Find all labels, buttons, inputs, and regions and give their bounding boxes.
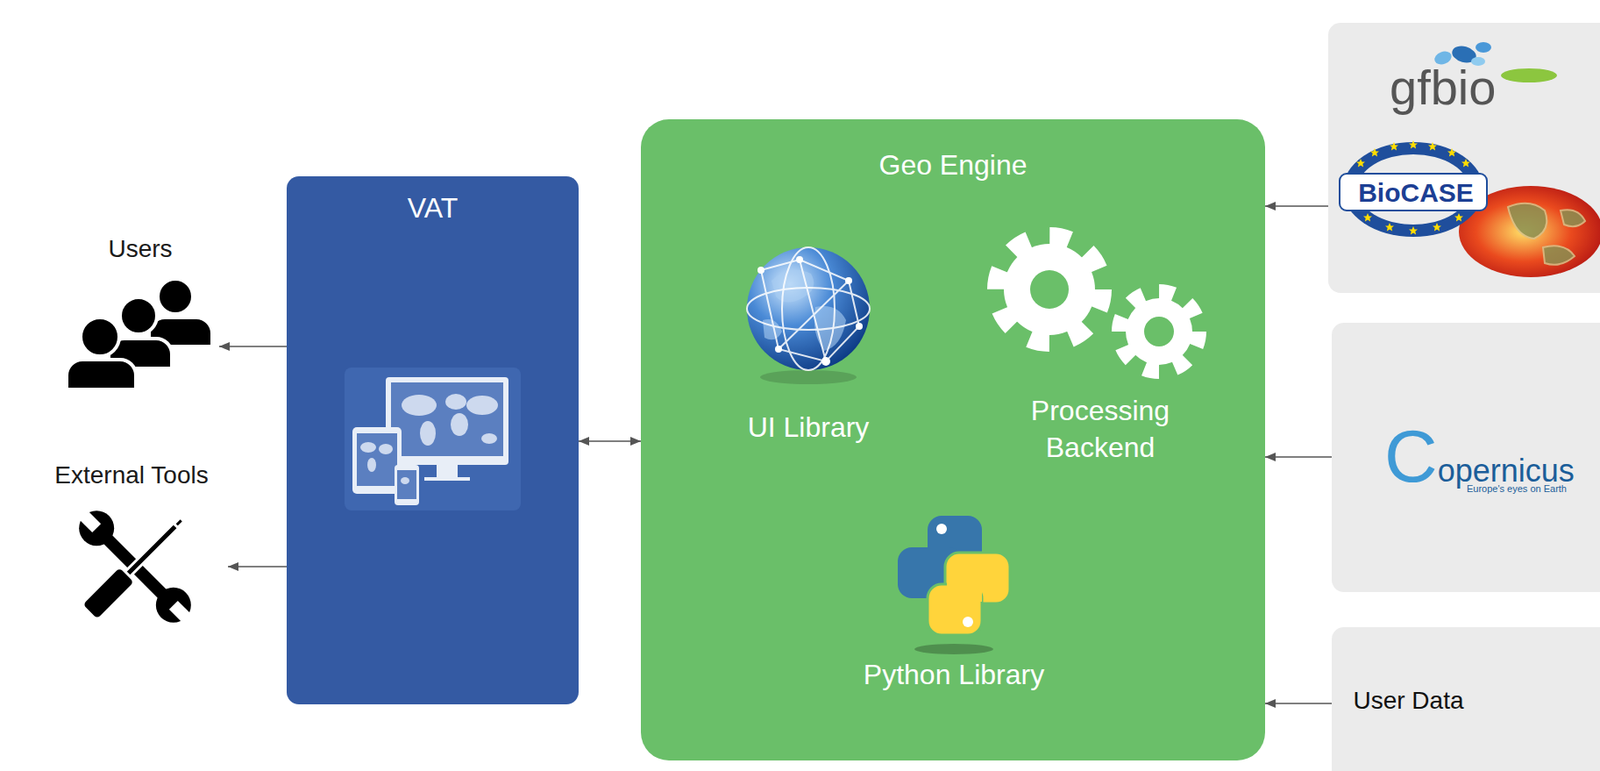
text-slot: User Data: [1340, 686, 1477, 715]
users-icon: [66, 278, 213, 390]
application-box: VAT: [286, 176, 579, 704]
node-label: Geo Engine: [640, 149, 1266, 182]
biocase-logo-mark: [1339, 140, 1487, 237]
node-label: Python Library: [822, 658, 1086, 691]
actor-group: External Tools: [35, 461, 228, 628]
node-sublabel: BioCASE: [1341, 177, 1491, 209]
tools-icon: [69, 500, 201, 633]
node-label: UI Library: [720, 411, 896, 444]
component-item: Processing Backend: [1003, 234, 1197, 471]
text-slot: VAT: [286, 192, 579, 225]
data-source-panel: CopernicusEurope's eyes on Earth: [1331, 322, 1600, 592]
text-slot: UI Library: [720, 411, 896, 444]
gfbio-logo-mark: [1432, 42, 1558, 83]
text-slot: Europe's eyes on Earth: [1436, 483, 1567, 495]
text-slot: Copernicus: [1384, 419, 1595, 508]
connector-arrow: [1265, 702, 1332, 704]
node-label: gfbio: [1389, 59, 1513, 116]
node-label: User Data: [1340, 686, 1477, 715]
node-label: Users: [61, 234, 220, 264]
text-slot: gfbio: [1389, 59, 1513, 116]
connector-arrow: [578, 440, 641, 442]
component-item: UI Library: [720, 233, 896, 449]
node-label: Processing Backend: [1003, 392, 1197, 466]
node-label: Copernicus: [1384, 419, 1595, 508]
data-source-panel: User Data: [1331, 626, 1600, 771]
text-slot: Geo Engine: [640, 149, 1266, 182]
text-slot: Processing Backend: [1003, 392, 1197, 466]
globe-icon: [746, 247, 870, 384]
python-logo: [897, 515, 1010, 655]
connector-arrow: [227, 565, 287, 568]
component-item: Python Library: [822, 515, 1086, 697]
devices-icon: [344, 367, 521, 511]
platform-box: Geo Engine UI Library Processing BackendPy…: [640, 119, 1266, 761]
node-sublabel: Europe's eyes on Earth: [1436, 483, 1567, 495]
actor-group: Users: [61, 234, 220, 393]
text-slot: External Tools: [35, 461, 228, 490]
text-slot: BioCASE: [1341, 177, 1491, 209]
connector-arrow: [219, 345, 287, 348]
node-label: External Tools: [35, 461, 228, 490]
gears-icon: [996, 236, 1199, 371]
node-label: VAT: [286, 192, 579, 225]
text-slot: Python Library: [822, 658, 1086, 691]
connector-arrow: [1265, 205, 1329, 207]
paleo-globe-logo: [1458, 185, 1600, 278]
data-source-panel: gfbioBioCASE: [1328, 22, 1600, 293]
connector-arrow: [1265, 455, 1332, 458]
text-slot: Users: [61, 234, 220, 264]
